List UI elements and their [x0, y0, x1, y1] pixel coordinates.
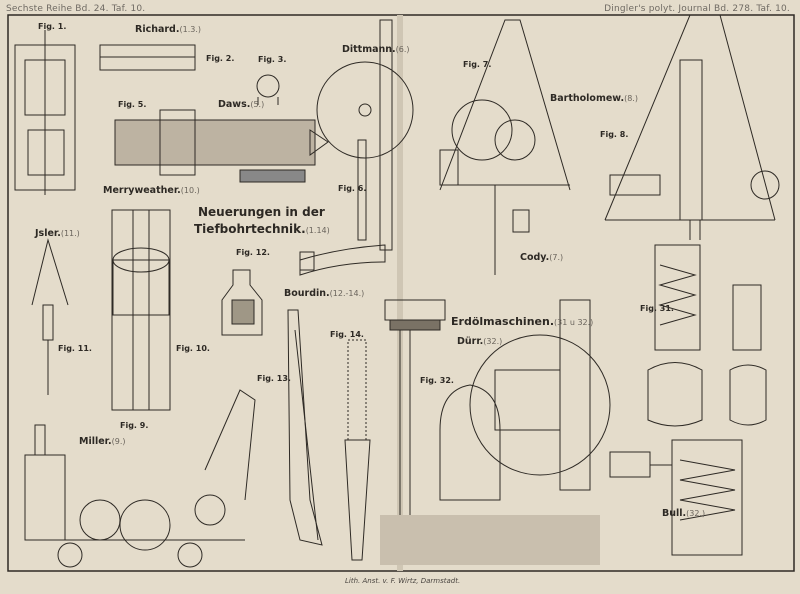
dittmann-label: Dittmann.(6.) — [342, 44, 410, 55]
inventor-ref: (5.) — [250, 100, 265, 109]
inventor-ref: (32.) — [686, 509, 706, 518]
bourdin-label: Bourdin.(12.-14.) — [284, 288, 364, 299]
fig13-drawing — [287, 309, 323, 546]
bartholomew-label: Bartholomew.(8.) — [550, 93, 638, 104]
header-right: Dingler's polyt. Journal Bd. 278. Taf. 1… — [604, 4, 790, 14]
fig6-label: Fig. 6. — [338, 184, 367, 193]
fig14-label: Fig. 14. — [330, 330, 364, 339]
cody-label: Cody.(7.) — [520, 252, 563, 263]
inventor-ref: (1.3.) — [179, 25, 201, 34]
inventor-ref: (32.) — [483, 337, 503, 346]
fig10-drawing — [111, 209, 171, 411]
inventor-name: Bartholomew. — [550, 93, 625, 104]
fig12-label: Fig. 12. — [236, 248, 270, 257]
duerr-label: Dürr.(32.) — [457, 336, 502, 347]
fig8-label: Fig. 8. — [600, 130, 629, 139]
plate-title-line2: Tiefbohrtechnik.(1.14) — [194, 222, 330, 236]
fig8-drawing — [604, 14, 780, 240]
merryweather-label: Merryweather.(10.) — [103, 185, 200, 196]
lithographer-credit: Lith. Anst. v. F. Wirtz, Darmstadt. — [345, 577, 461, 585]
fig1-drawing — [14, 30, 76, 195]
fig32-label: Fig. 32. — [420, 376, 454, 385]
inventor-ref: (11.) — [60, 229, 80, 238]
jsler-label: Jsler.(11.) — [35, 228, 80, 239]
inventor-name: Jsler. — [35, 228, 61, 239]
inventor-name: Dittmann. — [342, 44, 396, 55]
fig5-label: Fig. 5. — [118, 100, 147, 109]
inventor-name: Daws. — [218, 99, 251, 110]
fig11-drawing — [31, 238, 69, 395]
inventor-name: Miller. — [79, 436, 112, 447]
inventor-ref: (10.) — [180, 186, 200, 195]
inventor-ref: (12.-14.) — [329, 289, 365, 298]
fig14-drawing — [344, 339, 371, 561]
fig6-drawing — [299, 19, 414, 276]
inventor-name: Bourdin. — [284, 288, 330, 299]
section-title-text: Erdölmaschinen. — [451, 315, 554, 328]
miller-label: Miller.(9.) — [79, 436, 125, 447]
fig12-drawing — [221, 269, 263, 336]
inventor-name: Dürr. — [457, 336, 484, 347]
inventor-ref: (9.) — [111, 437, 126, 446]
daws-label: Daws.(5.) — [218, 99, 264, 110]
title-range: (1.14) — [305, 226, 330, 235]
fig31-drawing — [609, 244, 767, 556]
fig13-label: Fig. 13. — [257, 374, 291, 383]
fig31-label: Fig. 31. — [640, 304, 674, 313]
fig32-drawing — [380, 299, 611, 565]
inventor-name: Cody. — [520, 252, 550, 263]
inventor-name: Bull. — [662, 508, 687, 519]
fig3-label: Fig. 3. — [258, 55, 287, 64]
inventor-name: Merryweather. — [103, 185, 181, 196]
fig2-drawing — [99, 44, 196, 71]
title-text: Tiefbohrtechnik. — [194, 222, 306, 236]
plate-title-line1: Neuerungen in der — [198, 205, 325, 219]
inventor-ref: (8.) — [624, 94, 638, 103]
inventor-ref: (7.) — [549, 253, 564, 262]
fig11-label: Fig. 11. — [58, 344, 92, 353]
section-range: (31 u 32.) — [554, 318, 594, 327]
section-title: Erdölmaschinen.(31 u 32.) — [451, 315, 593, 328]
fig2-label: Fig. 2. — [206, 54, 235, 63]
fig1-label: Fig. 1. — [38, 22, 67, 31]
bull-label: Bull.(32.) — [662, 508, 705, 519]
richard-label: Richard.(1.3.) — [135, 24, 201, 35]
inventor-ref: (6.) — [395, 45, 410, 54]
fig9-label: Fig. 9. — [120, 421, 149, 430]
fig7-drawing — [439, 19, 571, 275]
header-left: Sechste Reihe Bd. 24. Taf. 10. — [6, 4, 146, 14]
fig9-drawing — [24, 389, 256, 568]
fig7-label: Fig. 7. — [463, 60, 492, 69]
inventor-name: Richard. — [135, 24, 180, 35]
fig10-label: Fig. 10. — [176, 344, 210, 353]
fig3-drawing — [256, 74, 280, 105]
fig5-drawing — [114, 109, 329, 183]
